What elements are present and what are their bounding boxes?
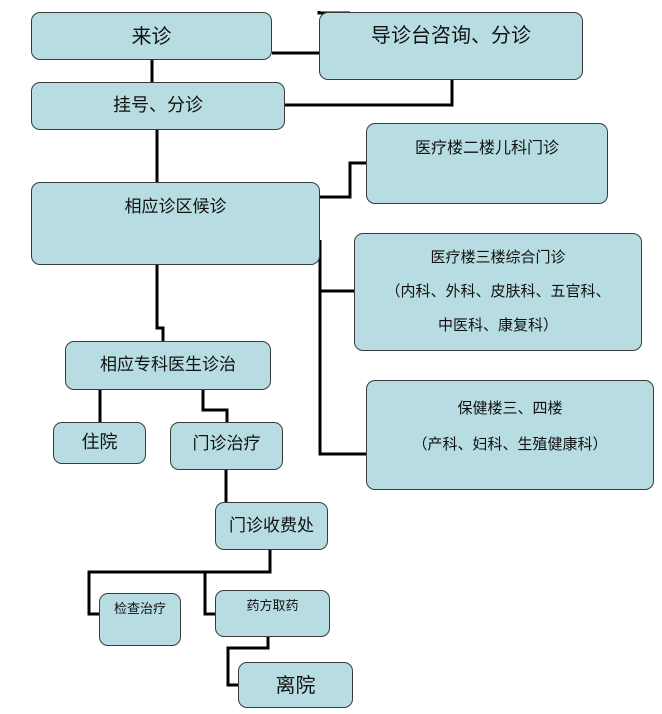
node-doctor-label: 相应专科医生诊治	[100, 355, 236, 376]
connector-waiting-health	[318, 291, 366, 456]
node-general-clinic: 医疗楼三楼综合门诊 （内科、外科、皮肤科、五官科、 中医科、康复科）	[354, 233, 642, 351]
node-exam-label: 检查治疗	[113, 602, 166, 617]
node-general-clinic-line3: 中医科、康复科）	[437, 316, 558, 334]
connector-waiting-clinic	[318, 240, 354, 293]
node-pediatrics-label: 医疗楼二楼儿科门诊	[414, 138, 559, 157]
node-health-building-line1: 保健楼三、四楼	[457, 399, 563, 417]
node-visit-label: 来诊	[131, 24, 172, 48]
node-register-label: 挂号、分诊	[113, 95, 203, 117]
node-leave: 离院	[238, 662, 353, 708]
node-pharmacy: 药方取药	[215, 590, 330, 637]
node-general-clinic-line1: 医疗楼三楼综合门诊	[430, 248, 566, 266]
node-outpatient-treatment: 门诊治疗	[170, 422, 283, 470]
node-pediatrics: 医疗楼二楼儿科门诊	[366, 123, 608, 204]
node-waiting-label: 相应诊区候诊	[124, 197, 227, 217]
connector-waiting-doctor	[155, 265, 165, 341]
connector-cashier-split	[87, 550, 272, 616]
node-inpatient-label: 住院	[81, 432, 118, 454]
node-cashier-label: 门诊收费处	[229, 515, 314, 536]
connector-waiting-pediatrics	[320, 161, 366, 199]
connector-pharmacy-leave	[226, 637, 270, 687]
node-cashier: 门诊收费处	[215, 502, 328, 550]
node-register: 挂号、分诊	[31, 82, 285, 130]
node-visit: 来诊	[31, 12, 272, 60]
node-exam: 检查治疗	[99, 593, 181, 646]
node-outpatient-treatment-label: 门诊治疗	[192, 434, 261, 454]
node-pharmacy-label: 药方取药	[246, 599, 299, 614]
node-doctor: 相应专科医生诊治	[65, 341, 271, 390]
node-waiting: 相应诊区候诊	[31, 182, 320, 265]
connector-doctor-treatment	[201, 390, 229, 422]
node-guide-desk: 导诊台咨询、分诊	[319, 12, 583, 80]
connector-guide-register	[285, 80, 454, 107]
node-leave-label: 离院	[275, 673, 316, 697]
node-guide-desk-label: 导诊台咨询、分诊	[371, 23, 531, 47]
node-health-building-line2: （产科、妇科、生殖健康科）	[412, 435, 608, 453]
node-general-clinic-line2: （内科、外科、皮肤科、五官科、	[385, 282, 611, 300]
connector-split-pharmacy	[203, 572, 215, 616]
node-inpatient: 住院	[53, 422, 146, 464]
node-health-building: 保健楼三、四楼 （产科、妇科、生殖健康科）	[366, 380, 654, 490]
